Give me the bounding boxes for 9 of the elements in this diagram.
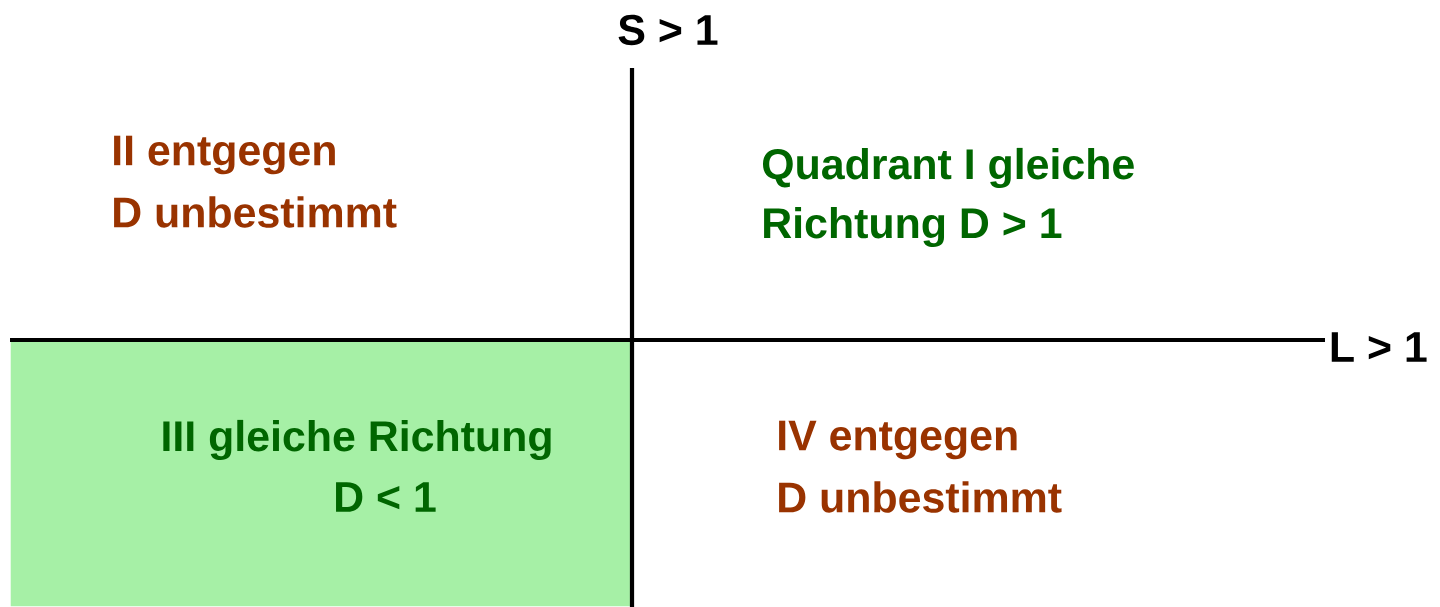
axis-label: S > 1 (618, 14, 718, 46)
quadrant-box: III gleiche Richtung D < 1 (10, 339, 633, 607)
quadrant-label: D unbestimmt (114, 196, 397, 228)
quadrant-label: Richtung D > 1 (764, 206, 1062, 248)
quadrant-label: II entgegen (114, 135, 335, 175)
quadrant-label: D unbestimmt (779, 481, 1062, 513)
axis-label: L > 1 (1331, 332, 1427, 362)
quadrant-label: IV entgegen (779, 420, 1017, 460)
quadrant-label: Quadrant I gleiche (763, 147, 1134, 189)
